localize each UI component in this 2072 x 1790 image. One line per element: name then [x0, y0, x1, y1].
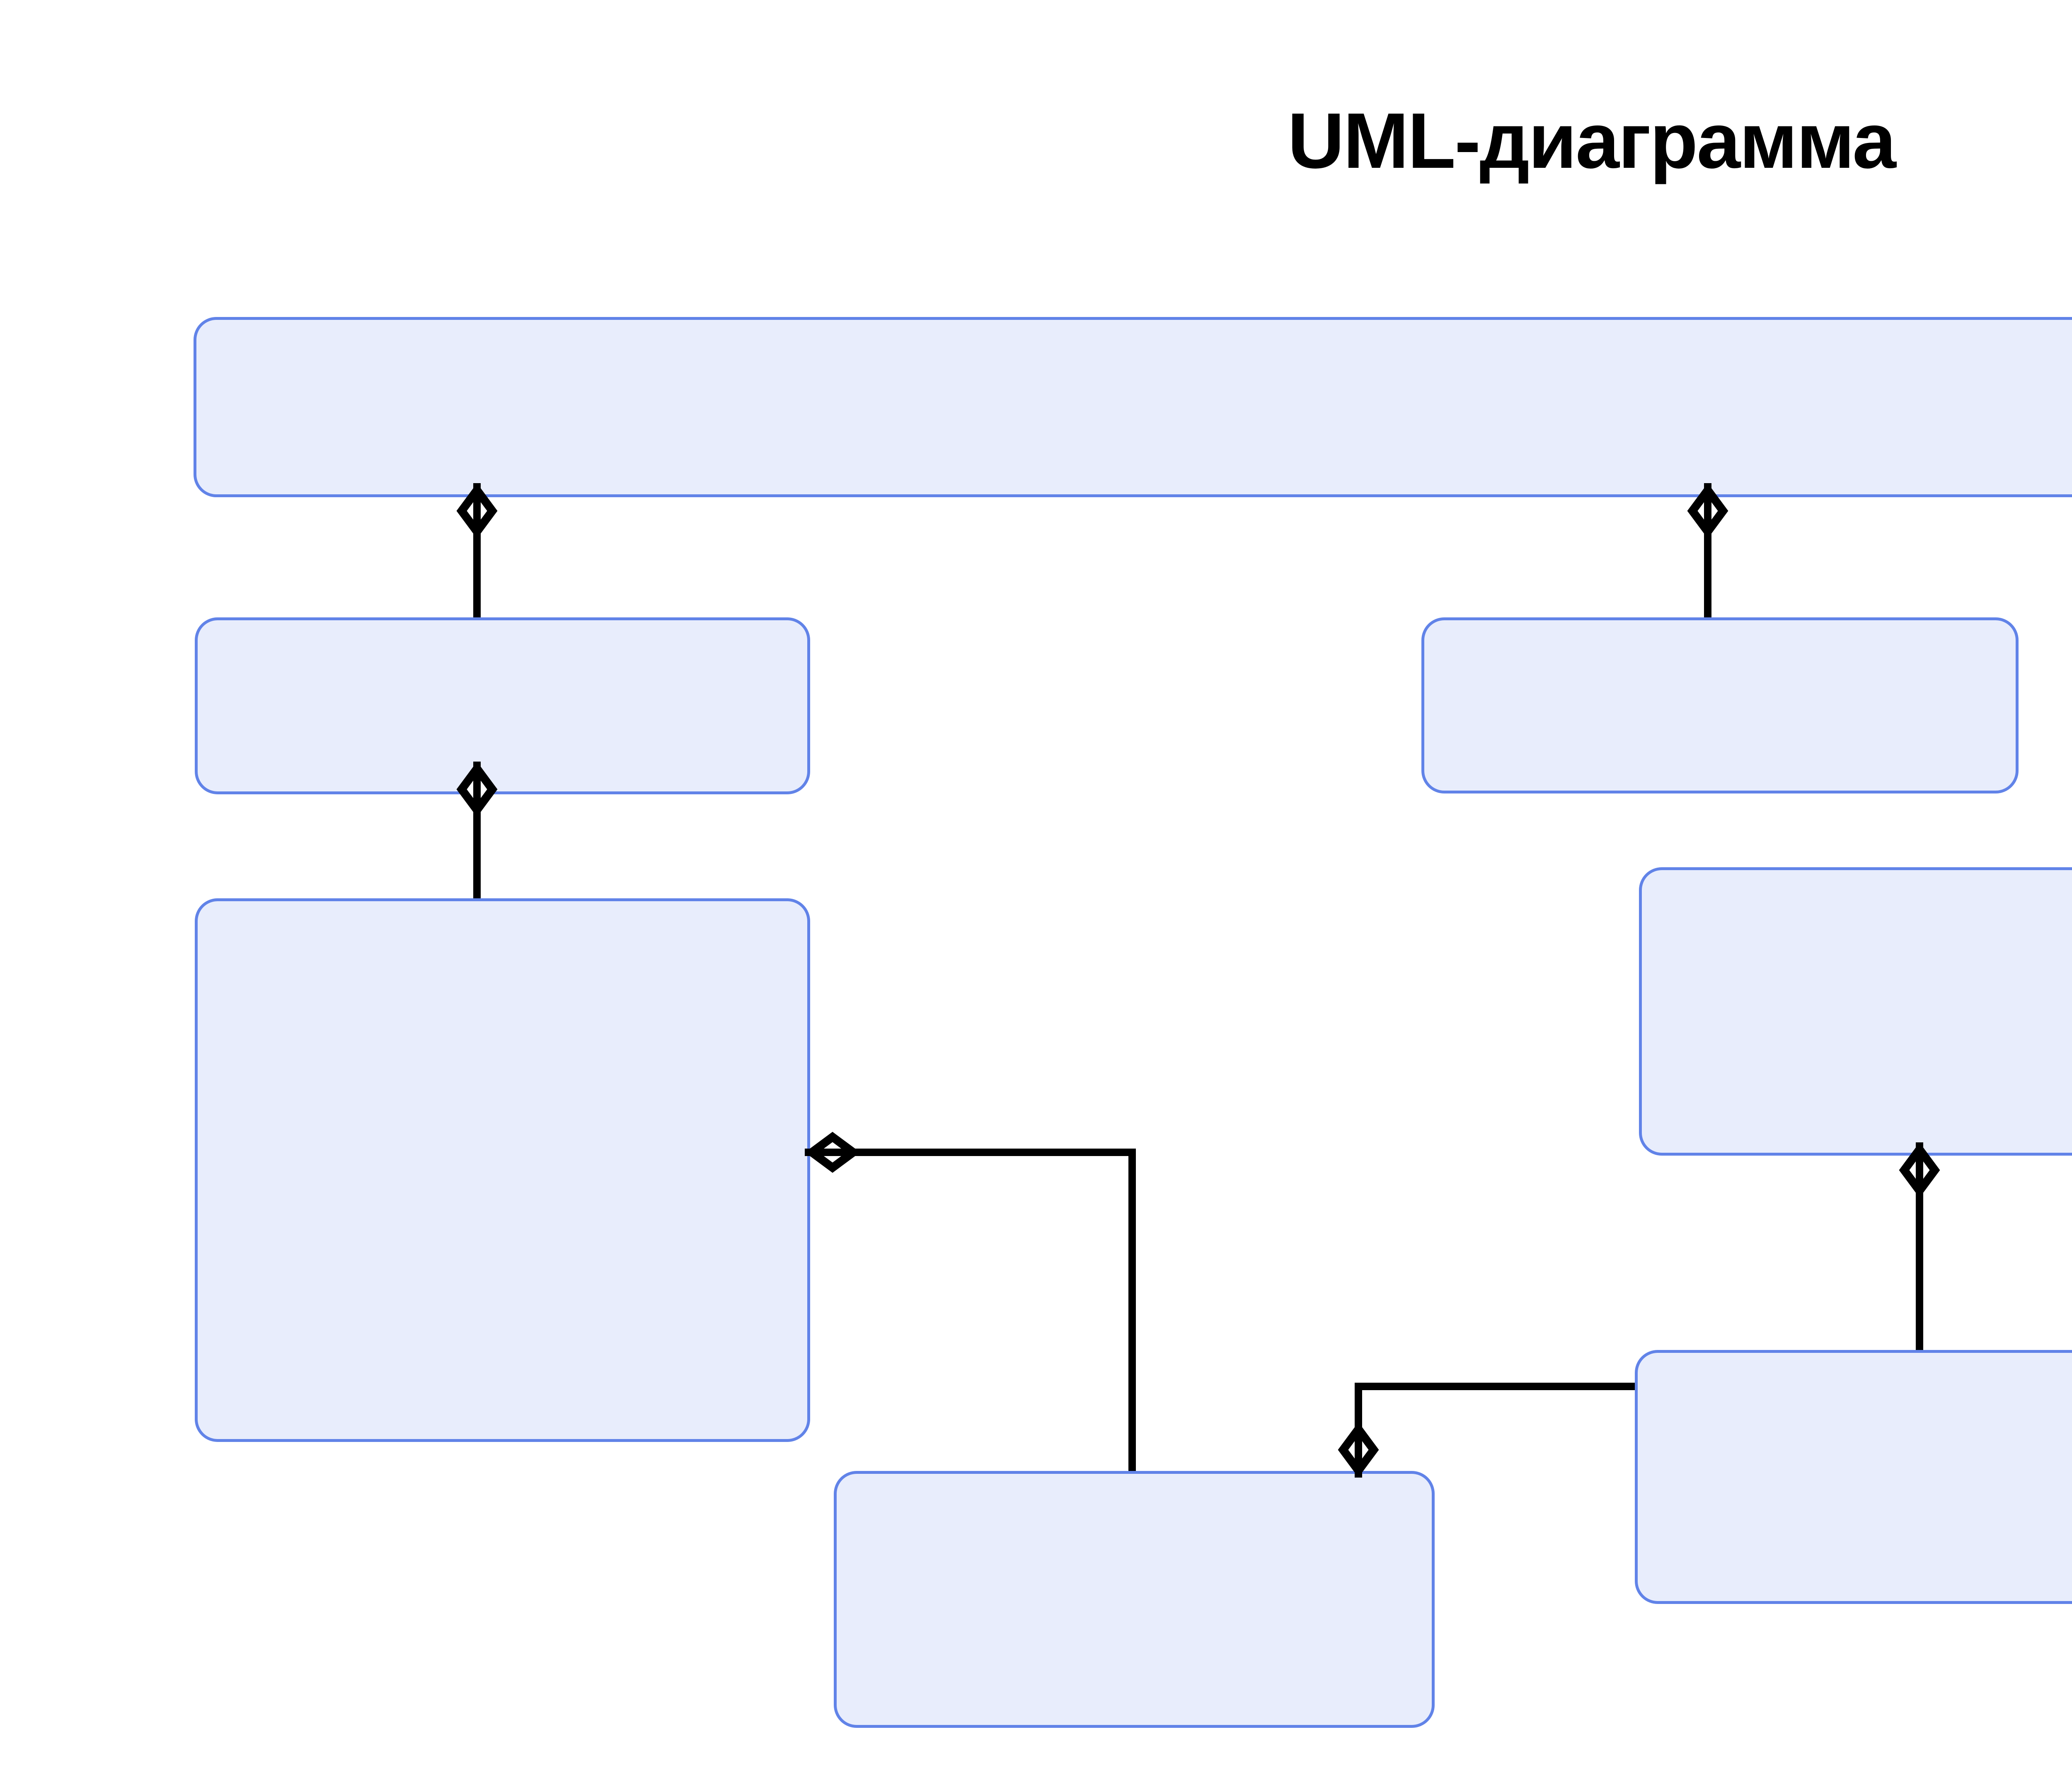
- connector-line: [805, 1149, 1136, 1471]
- node-n6: [1639, 867, 2072, 1156]
- connector-n7-n8: [1338, 1383, 1635, 1478]
- connector-n5-n7: [805, 1132, 1136, 1471]
- node-n8: [1635, 1350, 2072, 1604]
- node-n1: [194, 317, 2072, 497]
- connector-n2-n5: [456, 762, 498, 898]
- connector-n1-n2: [456, 483, 498, 617]
- node-n5: [195, 898, 810, 1442]
- diagram-title: UML-диаграмма: [1288, 97, 1896, 185]
- connector-n6-n8: [1899, 1142, 1940, 1350]
- node-n2: [195, 617, 810, 794]
- node-n3: [1421, 617, 2019, 793]
- connector-n1-n3: [1687, 483, 1728, 617]
- connector-line: [1355, 1383, 1635, 1478]
- node-n7: [834, 1471, 1435, 1728]
